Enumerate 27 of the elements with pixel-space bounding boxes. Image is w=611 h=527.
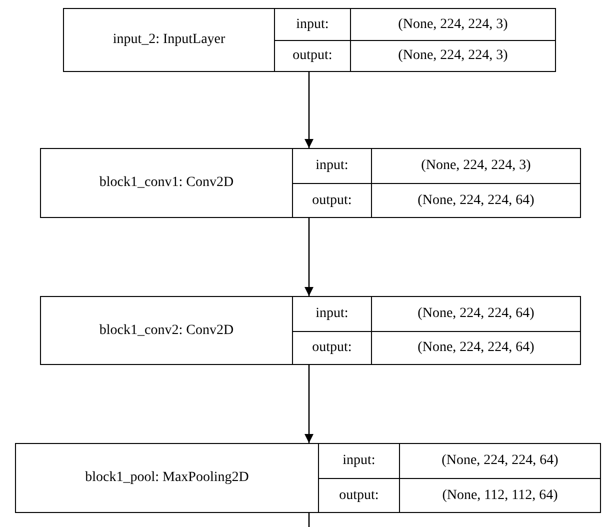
shape-value: (None, 224, 224, 64) bbox=[371, 183, 580, 217]
port-label: input: bbox=[292, 297, 371, 331]
layer-box bbox=[40, 148, 581, 218]
arrow bbox=[304, 72, 314, 148]
shape-value: (None, 224, 224, 64) bbox=[371, 297, 580, 331]
layer-box bbox=[63, 8, 556, 72]
shape-value: (None, 224, 224, 64) bbox=[399, 444, 600, 478]
layer-box bbox=[15, 443, 601, 513]
layer-name: block1_pool: MaxPooling2D bbox=[84, 469, 250, 487]
layer-name: block1_conv2: Conv2D bbox=[98, 322, 235, 340]
layer-name: input_2: InputLayer bbox=[112, 31, 226, 49]
port-label: input: bbox=[318, 444, 399, 478]
shape-value: (None, 224, 224, 3) bbox=[371, 149, 580, 183]
port-label: output: bbox=[292, 331, 371, 364]
layer-box bbox=[40, 296, 581, 365]
port-label: output: bbox=[292, 183, 371, 217]
arrow bbox=[304, 365, 314, 443]
port-label: input: bbox=[292, 149, 371, 183]
port-label: input: bbox=[274, 9, 350, 40]
shape-value: (None, 224, 224, 3) bbox=[350, 40, 555, 71]
shape-value: (None, 224, 224, 3) bbox=[350, 9, 555, 40]
shape-value: (None, 224, 224, 64) bbox=[371, 331, 580, 364]
shape-value: (None, 112, 112, 64) bbox=[399, 478, 600, 512]
port-label: output: bbox=[318, 478, 399, 512]
layer-name: block1_conv1: Conv2D bbox=[98, 174, 235, 192]
arrow bbox=[304, 218, 314, 296]
port-label: output: bbox=[274, 40, 350, 71]
